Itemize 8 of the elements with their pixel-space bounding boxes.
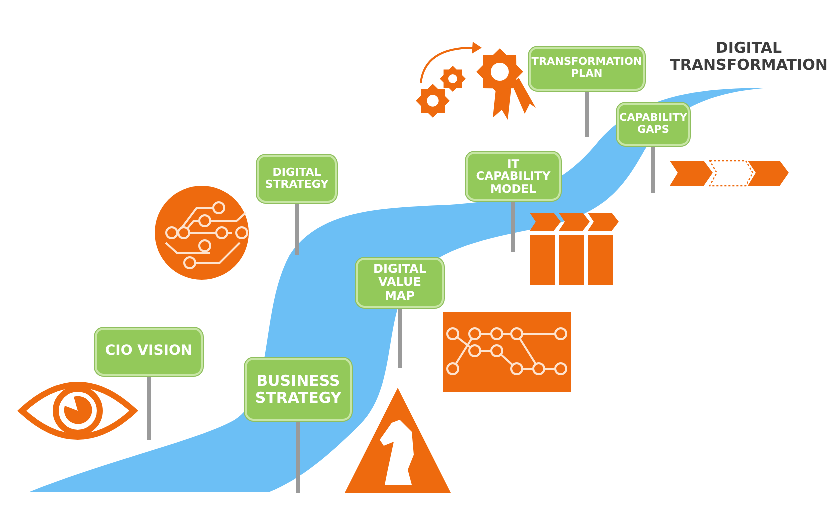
sign-label: IT CAPABILITY MODEL	[475, 158, 552, 196]
sign-label: CIO VISION	[105, 344, 193, 360]
sign-label: TRANSFORMATION PLAN	[532, 57, 642, 81]
sign-label: DIGITAL VALUE MAP	[372, 263, 428, 303]
sign-label: DIGITAL STRATEGY	[264, 166, 330, 192]
title: DIGITAL TRANSFORMATION	[669, 40, 829, 73]
sign-label: CAPABILITY GAPS	[620, 112, 688, 136]
sign-label: BUSINESS STRATEGY	[254, 373, 343, 406]
